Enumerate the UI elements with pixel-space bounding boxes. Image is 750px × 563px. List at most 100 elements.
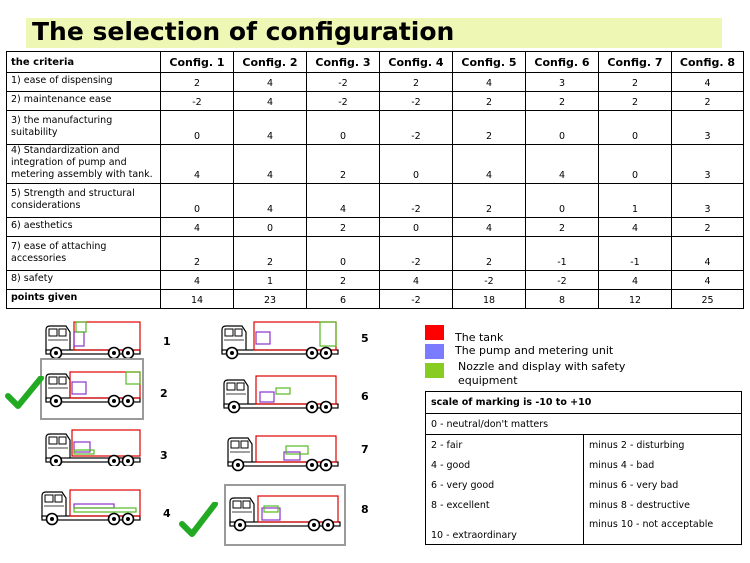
- score-cell: 0: [306, 110, 380, 145]
- total-score: -2: [379, 289, 453, 309]
- scale-neutral: 0 - neutral/don't matters: [425, 413, 742, 435]
- scale-positive: 10 - extraordinary: [425, 515, 584, 545]
- score-cell: 3: [671, 110, 744, 145]
- scale-positive: 2 - fair: [425, 434, 584, 456]
- score-cell: 2: [452, 91, 526, 111]
- total-score: 25: [671, 289, 744, 309]
- score-cell: 4: [525, 144, 599, 184]
- score-cell: 2: [525, 91, 599, 111]
- config-header: Config. 3: [306, 51, 380, 73]
- scale-negative: minus 8 - destructive: [583, 495, 742, 516]
- score-cell: 2: [306, 270, 380, 290]
- legend-swatch-nozzle: [425, 363, 444, 378]
- truck-config-8: [229, 495, 341, 532]
- config-header: Config. 7: [598, 51, 672, 73]
- config-header: Config. 8: [671, 51, 744, 73]
- score-cell: 2: [452, 236, 526, 271]
- config-header: Config. 5: [452, 51, 526, 73]
- score-cell: -2: [379, 236, 453, 271]
- score-cell: -1: [525, 236, 599, 271]
- score-cell: 0: [598, 144, 672, 184]
- total-score: 18: [452, 289, 526, 309]
- legend-label-pump: The pump and metering unit: [455, 344, 614, 357]
- score-cell: 2: [671, 91, 744, 111]
- score-cell: 4: [233, 91, 307, 111]
- score-cell: 4: [671, 270, 744, 290]
- score-cell: 0: [525, 110, 599, 145]
- criteria-row: 4) Standardization and integration of pu…: [6, 144, 744, 184]
- score-cell: 0: [379, 144, 453, 184]
- score-cell: 2: [160, 72, 234, 92]
- score-cell: 2: [452, 183, 526, 218]
- score-cell: 2: [452, 110, 526, 145]
- criterion-label: 8) safety: [6, 270, 161, 290]
- truck-config-5: [221, 321, 339, 360]
- score-cell: 2: [160, 236, 234, 271]
- score-cell: 0: [233, 217, 307, 237]
- check-icon-config-2: [5, 376, 44, 409]
- scale-negative: minus 6 - very bad: [583, 475, 742, 496]
- scale-positive: 8 - excellent: [425, 495, 584, 516]
- selection-frame-config-2: [40, 358, 144, 420]
- score-cell: 4: [233, 183, 307, 218]
- score-cell: 3: [671, 183, 744, 218]
- truck-config-4: [41, 489, 141, 526]
- criterion-label: 7) ease of attaching accessories: [6, 236, 161, 271]
- score-cell: -2: [452, 270, 526, 290]
- score-cell: 4: [452, 72, 526, 92]
- score-cell: -2: [379, 183, 453, 218]
- config-header: Config. 4: [379, 51, 453, 73]
- scale-table: scale of marking is -10 to +10 0 - neutr…: [425, 391, 742, 545]
- total-score: 14: [160, 289, 234, 309]
- score-cell: 4: [598, 217, 672, 237]
- truck-config-7: [227, 435, 339, 472]
- scale-title: scale of marking is -10 to +10: [425, 391, 742, 414]
- criterion-label: 3) the manufacturing suitability: [6, 110, 161, 145]
- score-cell: 0: [160, 110, 234, 145]
- score-cell: 4: [233, 110, 307, 145]
- scale-neutral-row: 0 - neutral/don't matters: [425, 413, 742, 435]
- score-cell: -1: [598, 236, 672, 271]
- config-number: 2: [160, 387, 168, 400]
- config-number: 3: [160, 449, 168, 462]
- score-cell: 4: [233, 144, 307, 184]
- score-cell: -2: [379, 91, 453, 111]
- criterion-label: 4) Standardization and integration of pu…: [6, 144, 161, 184]
- score-cell: 4: [160, 217, 234, 237]
- score-cell: 1: [598, 183, 672, 218]
- score-cell: 0: [598, 110, 672, 145]
- total-score: 6: [306, 289, 380, 309]
- truck-config-6: [223, 375, 339, 414]
- truck-config-3: [45, 429, 141, 466]
- score-cell: 2: [671, 217, 744, 237]
- config-number: 8: [361, 503, 369, 516]
- scale-title-row: scale of marking is -10 to +10: [425, 391, 742, 414]
- config-number: 1: [163, 335, 171, 348]
- score-cell: 2: [233, 236, 307, 271]
- score-cell: 0: [306, 236, 380, 271]
- criteria-table: the criteria Config. 1 Config. 2 Config.…: [6, 51, 744, 309]
- score-cell: -2: [306, 72, 380, 92]
- scale-positive: 6 - very good: [425, 475, 584, 496]
- score-cell: 2: [306, 217, 380, 237]
- criterion-label: 1) ease of dispensing: [6, 72, 161, 92]
- score-cell: 2: [598, 91, 672, 111]
- truck-config-1: [45, 321, 141, 358]
- legend-label-tank: The tank: [455, 331, 504, 344]
- score-cell: -2: [525, 270, 599, 290]
- criterion-label: 2) maintenance ease: [6, 91, 161, 111]
- config-number: 5: [361, 332, 369, 345]
- score-cell: 2: [306, 144, 380, 184]
- config-header: Config. 2: [233, 51, 307, 73]
- score-cell: 4: [160, 270, 234, 290]
- total-score: 23: [233, 289, 307, 309]
- truck-config-2: [45, 371, 141, 408]
- score-cell: 4: [233, 72, 307, 92]
